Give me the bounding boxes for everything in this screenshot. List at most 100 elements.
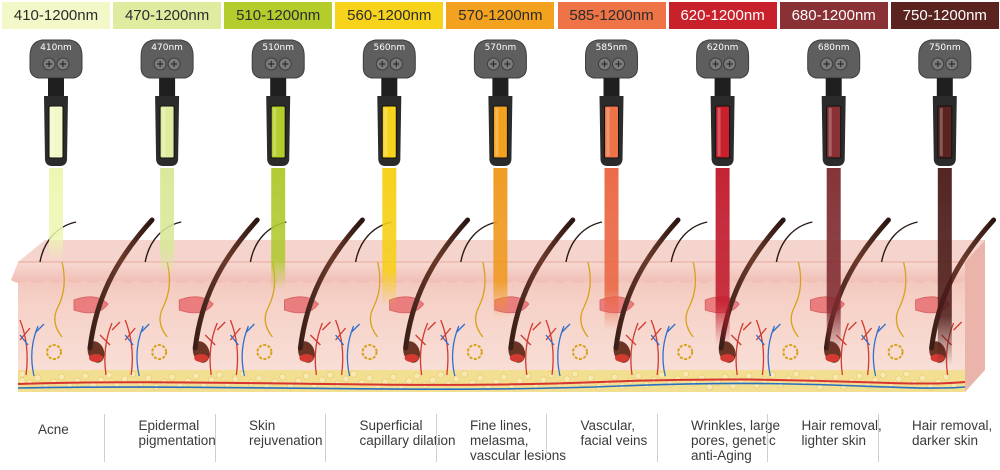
fat-cell [895,375,903,383]
fat-cell [460,370,468,378]
handpiece-wavelength-label: 410nm [40,43,72,53]
handpiece-neck [714,78,731,96]
venule [440,323,466,377]
handpiece-wavelength-label: 570nm [485,43,517,53]
nerve [54,261,65,338]
vein-line [17,382,966,390]
nerve [685,261,697,338]
fat-cell [310,381,318,389]
filter-glare [717,108,721,156]
epidermis-layer [11,262,965,283]
fat-cell [255,374,263,382]
wavelength-tag: 510-1200nm [224,2,333,29]
caption-divider [656,414,658,462]
treatment-caption: Hair removal,lighter skin [792,418,902,466]
fat-cell [745,372,753,380]
caption-divider [325,414,326,462]
filter-glare [51,108,54,156]
fat-cell [531,381,539,389]
fine-hair [670,221,708,263]
fat-cell [105,371,113,379]
wavelength-tag: 570-1200nm [446,2,555,29]
fat-cell [563,375,571,383]
sweat-gland [256,344,273,360]
venule [755,323,781,377]
fat-cell [610,373,618,381]
fat-cell [168,373,176,381]
fat-cell [216,371,224,379]
wavelength-tag: 410-1200nm [2,2,110,29]
handpiece-neck [492,78,509,96]
wavelength-tag: 680-1200nm [779,2,888,29]
fat-cell [689,379,697,387]
caption-divider [104,414,105,462]
filter-window [826,105,842,159]
caption-line: lighter skin [801,433,867,448]
fat-cell [366,374,374,382]
sweat-gland [466,344,483,360]
sweat-gland [677,344,694,360]
wavelength-tag: 620-1200nm [668,2,777,29]
hair-shaft [613,217,681,351]
screw-slot [601,61,622,67]
fat-cell [34,374,42,382]
handpiece-neck [603,78,620,96]
fat-cell [942,373,950,381]
nerve [474,261,486,338]
handpiece-head [696,39,750,79]
screw-slot [379,61,400,67]
hair-papilla [194,354,209,362]
fat-cell [903,370,911,378]
caption-line: pores, genetic [691,433,776,448]
hair-shaft [192,217,260,351]
fat-cell [784,375,792,383]
filter-window [381,105,397,159]
nerve [369,261,381,338]
hair-papilla [615,354,629,362]
artery-line [17,378,966,386]
venule [861,323,887,377]
fat-cell [547,371,555,379]
light-beam-410nm [49,168,63,260]
venule [124,323,150,377]
caption-line: darker skin [912,433,979,448]
fat-cell [129,370,137,378]
fat-cell [231,375,239,383]
wavelength-tag: 585-1200nm [557,2,666,29]
handpiece-head [362,39,416,79]
filter-window [159,105,175,159]
wavelength-tag: 470-1200nm [113,2,222,29]
nerve [580,261,591,338]
caption-line: Fine lines, [470,418,532,433]
skin-side [965,240,985,392]
fat-cell [879,371,887,379]
handpiece-wavelength-label: 470nm [151,43,183,53]
handpiece-head [29,39,83,79]
fat-cell [192,372,200,380]
filter-glare [495,108,499,156]
fat-cell [634,372,642,380]
filter-glare [162,108,166,156]
caption-divider [767,414,768,462]
sweat-gland [151,344,168,360]
light-beam-750nm [937,168,952,365]
fat-cell [539,376,547,384]
filter-window [492,105,508,159]
filter-window [715,105,731,159]
handpiece-neck [381,78,398,96]
caption-line: Epidermal [138,418,200,433]
light-beam-470nm [160,168,175,275]
handpiece-head [473,39,527,79]
screw-slot [157,61,178,67]
fat-cell [429,376,437,384]
handpiece-neck [48,78,64,96]
fat-cell [18,370,26,378]
caption-line: anti-Aging [691,448,752,463]
handpiece-wavelength-label: 680nm [818,43,850,53]
nerve [159,261,171,338]
filter-window [270,105,286,159]
capillary [415,321,437,376]
